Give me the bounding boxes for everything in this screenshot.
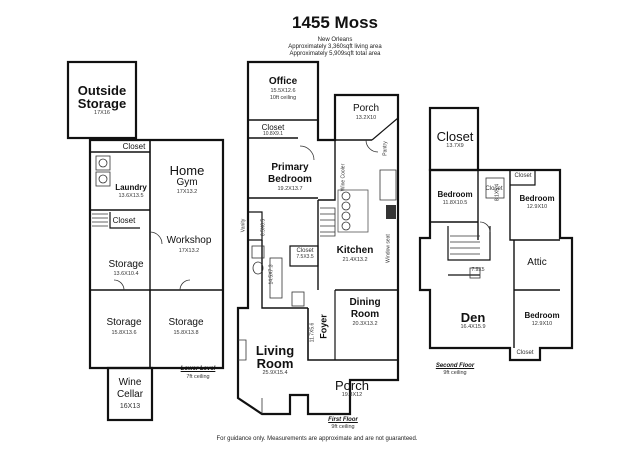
home-gym-name-1: Home: [169, 163, 205, 178]
hall-dims: 7.9X5: [471, 267, 485, 273]
storage1-name: Storage: [108, 259, 144, 270]
storage2-name: Storage: [106, 317, 142, 328]
home-gym-dims: 17X13.2: [176, 189, 198, 195]
porch-top-name: Porch: [352, 103, 380, 114]
outside-storage-walls: [66, 60, 138, 140]
porch-bottom-dims: 19.8X12: [341, 392, 363, 398]
lower-closet-name: Closet: [122, 142, 146, 151]
disclaimer-text: For guidance only. Measurements are appr…: [216, 436, 418, 442]
kitchen-name: Kitchen: [336, 245, 374, 256]
attic-name: Attic: [527, 257, 547, 268]
foyer-dims: 11.7X5.6: [309, 322, 316, 343]
second-floor-outline: [418, 168, 574, 362]
small-closet-dims: 7.5X3.5: [296, 254, 314, 260]
office-name: Office: [268, 76, 298, 87]
office-ceiling: 10ft ceiling: [269, 95, 297, 101]
wine-cellar-walls: [106, 366, 154, 422]
storage3-dims: 15.8X13.8: [173, 330, 199, 336]
outside-storage-name-1: Outside: [77, 83, 127, 98]
lower-level-outline: [88, 138, 225, 370]
workshop-dims: 17X13.2: [178, 248, 200, 254]
second-floor-ceiling: 9ft ceiling: [443, 370, 467, 376]
bath-dims: 14.5X7.3: [268, 264, 275, 285]
window-seat-label: Window seat: [385, 234, 392, 263]
small-closet-name: Closet: [296, 248, 314, 254]
porch-bottom-name: Porch: [335, 378, 369, 393]
outside-storage-name-2: Storage: [77, 96, 127, 111]
bedroom1-dims: 11.8X10.5: [442, 200, 468, 206]
den-name: Den: [460, 310, 486, 325]
first-floor-outline: [236, 60, 400, 416]
bedroom3-name: Bedroom: [524, 311, 560, 320]
upper-closet-dims: 13.7X9: [446, 143, 464, 149]
lower-level-label: Lower Level: [180, 366, 216, 372]
bedroom3-dims: 12.9X10: [531, 321, 553, 327]
living-room-name-2: Room: [256, 356, 294, 371]
lower-closet2-name: Closet: [112, 216, 136, 225]
office-closet-name: Closet: [261, 123, 285, 132]
living-room-name-1: Living: [255, 343, 295, 358]
den-dims: 16.4X15.9: [460, 324, 486, 330]
bedroom2-name: Bedroom: [519, 194, 555, 203]
storage3-name: Storage: [168, 317, 204, 328]
wine-cooler-label: Wine Cooler: [340, 163, 347, 192]
outside-storage-dims: 17X16: [94, 110, 110, 116]
storage1-dims: 13.6X10.4: [113, 271, 139, 277]
living-area-label: Approximately 3,360sqft living area: [288, 44, 382, 50]
primary-bedroom-name-1: Primary: [271, 162, 309, 173]
plan-title: 1455 Moss: [292, 13, 378, 32]
foyer-name: Foyer: [318, 314, 329, 339]
laundry-name: Laundry: [115, 183, 147, 192]
primary-bedroom-name-2: Bedroom: [268, 174, 312, 185]
office-closet-dims: 10.8X9.1: [262, 131, 284, 137]
upper-closet-b-dims: 8.1X5.4: [494, 183, 501, 202]
first-floor-label: First Floor: [328, 417, 358, 423]
office-dims: 15.5X12.6: [270, 88, 296, 94]
upper-closet-c-name: Closet: [516, 350, 534, 356]
second-floor-label: Second Floor: [435, 363, 475, 369]
wine-cellar-dims: 16X13: [119, 403, 141, 410]
vanity-label: Vanity: [240, 218, 247, 233]
storage2-dims: 15.8X13.6: [111, 330, 137, 336]
home-gym-name-2: Gym: [176, 177, 198, 188]
primary-bedroom-dims: 19.2X13.7: [277, 186, 303, 192]
living-room-dims: 25.9X15.4: [262, 370, 288, 376]
wine-cellar-name-2: Cellar: [116, 389, 144, 400]
laundry-dims: 13.6X13.5: [118, 193, 144, 199]
vanity-dims: 6.5X6.5: [260, 218, 267, 237]
dining-room-name-2: Room: [350, 309, 380, 320]
porch-top-dims: 13.2X10: [355, 115, 377, 121]
pantry-label: Pantry: [382, 141, 389, 156]
bedroom1-name: Bedroom: [437, 190, 473, 199]
first-floor-ceiling: 9ft ceiling: [331, 424, 355, 430]
workshop-name: Workshop: [166, 235, 212, 246]
upper-closet-b-name: Closet: [514, 173, 532, 179]
lower-level-ceiling: 7ft ceiling: [186, 374, 210, 380]
bedroom2-dims: 12.9X10: [526, 204, 548, 210]
total-area-label: Approximately 5,909sqft total area: [289, 51, 381, 57]
upper-closet-a-name: Closet: [485, 186, 503, 192]
wine-cellar-name-1: Wine: [118, 377, 142, 388]
city-label: New Orleans: [317, 37, 353, 43]
dining-room-name-1: Dining: [349, 297, 381, 308]
upper-closet-name: Closet: [436, 129, 474, 144]
kitchen-dims: 21.4X13.2: [342, 257, 368, 263]
dining-room-dims: 20.3X13.2: [352, 321, 378, 327]
